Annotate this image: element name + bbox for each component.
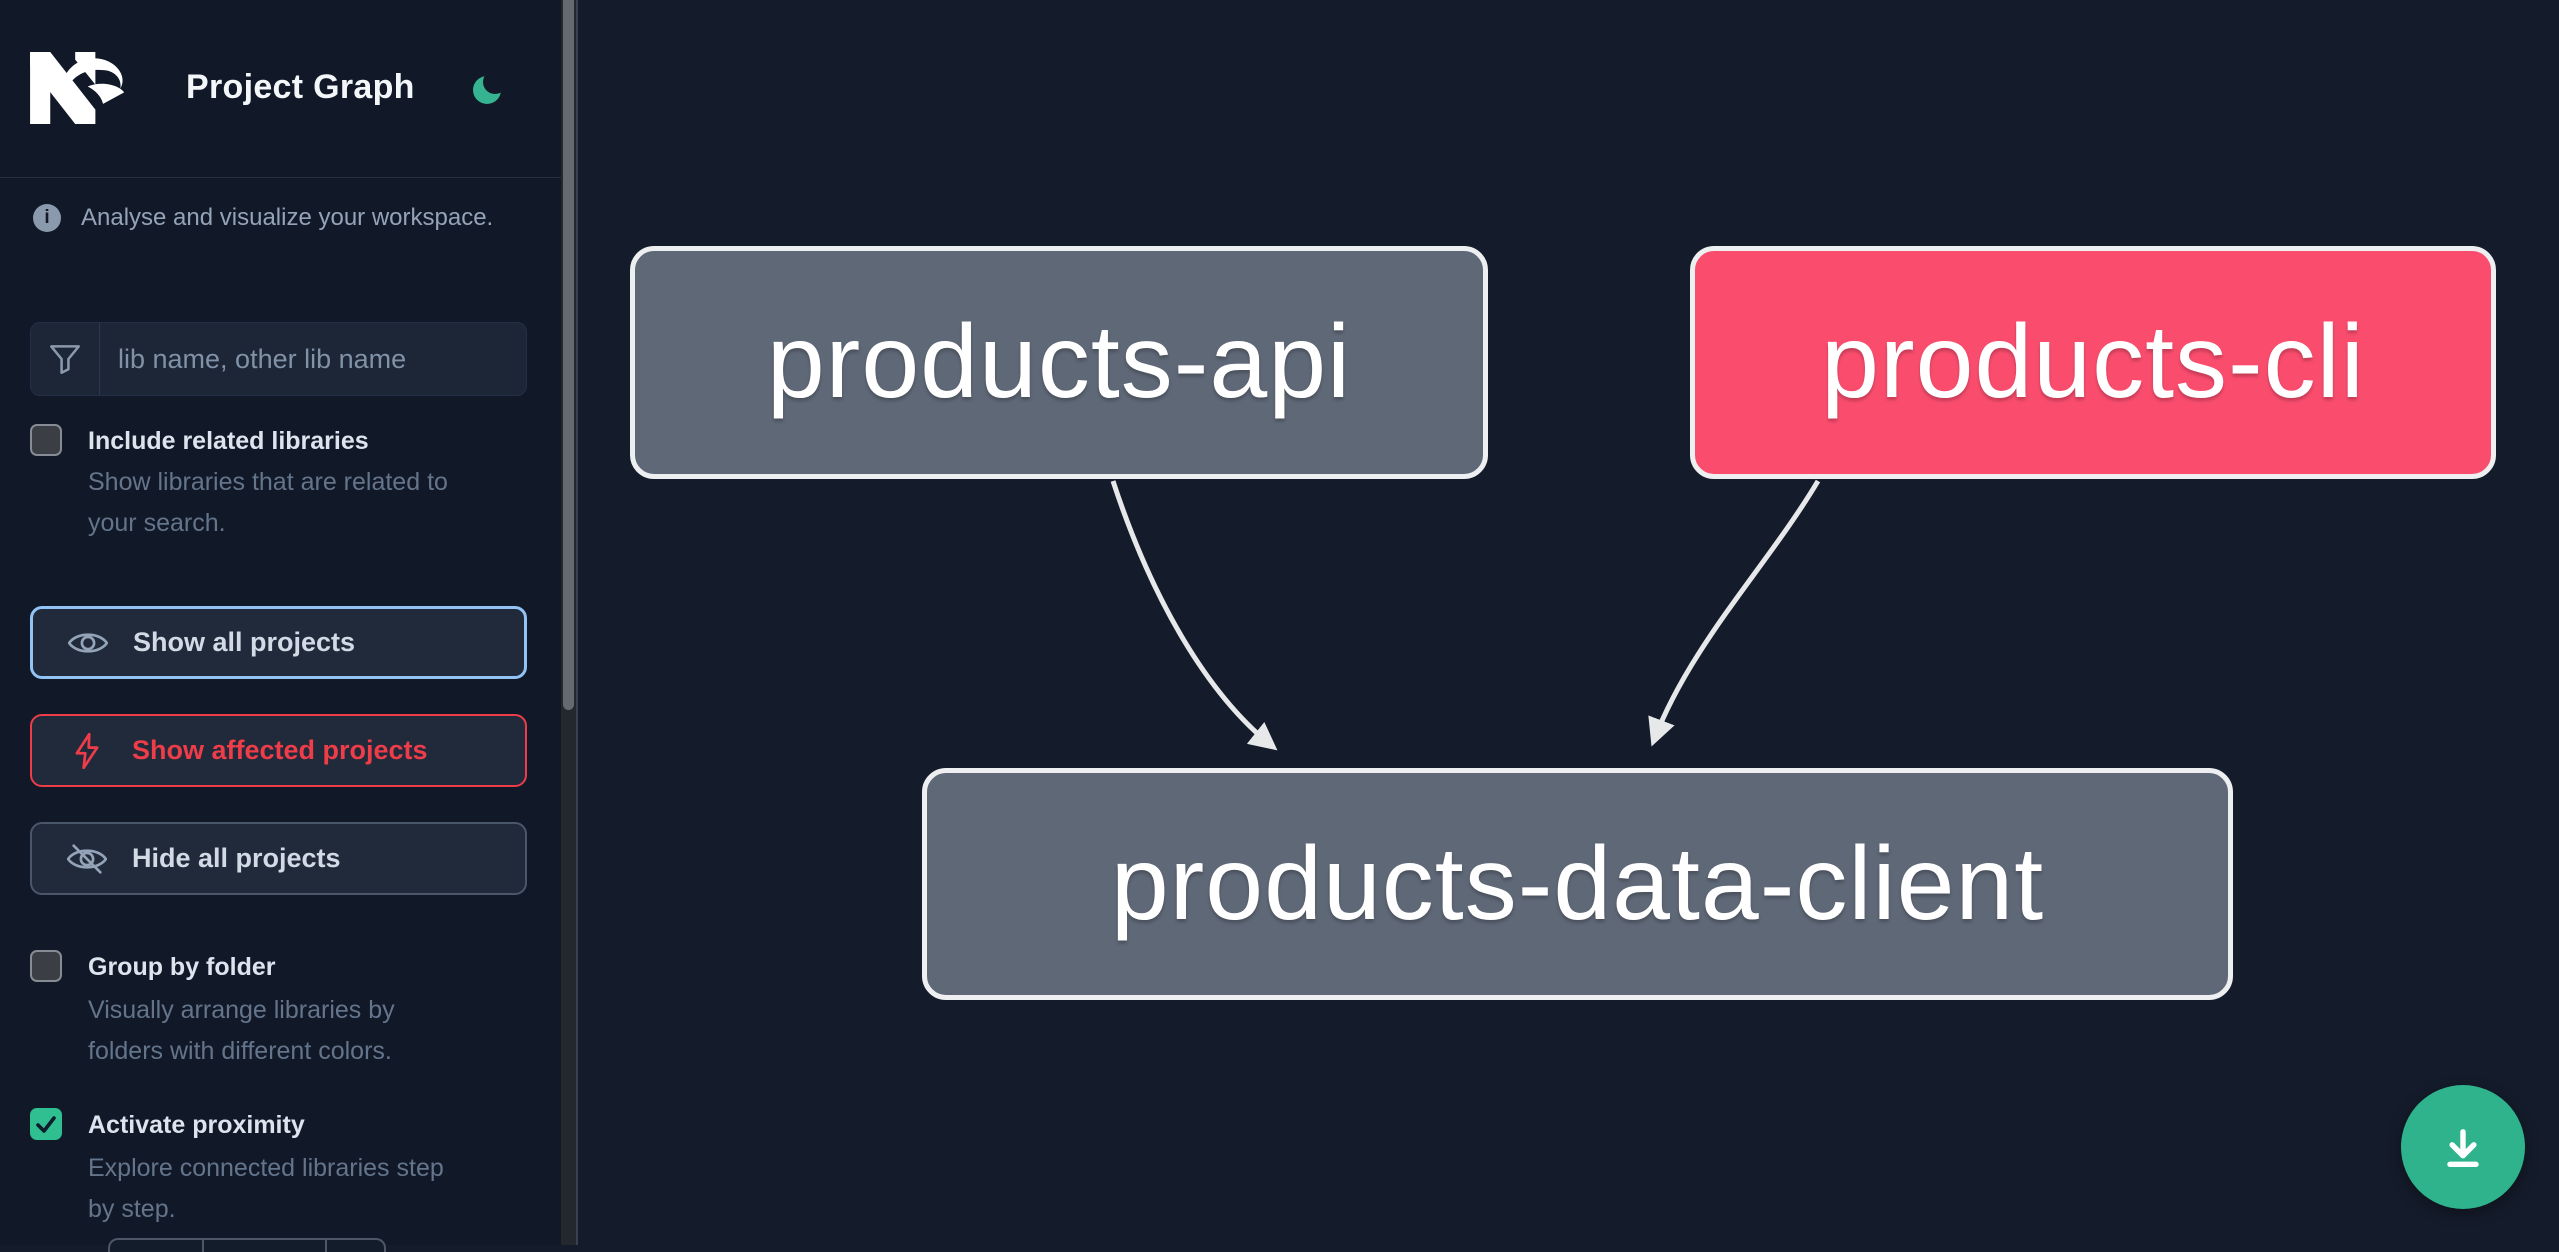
checkmark-icon	[36, 1116, 56, 1133]
toggle-desc-group-by-folder: Visually arrange libraries by folders wi…	[88, 996, 395, 1065]
toggle-label-include-related-libraries[interactable]: Include related libraries	[88, 427, 369, 455]
eye-icon	[67, 629, 109, 657]
graph-node-products-data-client[interactable]: products-data-client	[922, 768, 2233, 1000]
toggle-label-group-by-folder[interactable]: Group by folder	[88, 953, 276, 981]
hide-all-projects-label: Hide all projects	[132, 843, 341, 873]
bolt-icon	[66, 732, 108, 769]
funnel-icon	[31, 323, 100, 395]
eye-off-icon	[66, 843, 108, 875]
nx-logo[interactable]	[30, 52, 130, 124]
workspace-tagline: Analyse and visualize your workspace.	[81, 204, 494, 231]
show-all-projects-label: Show all projects	[133, 627, 356, 657]
sidebar-scrollbar-track	[561, 0, 578, 1245]
toggle-label-activate-proximity[interactable]: Activate proximity	[88, 1111, 305, 1139]
proximity-depth-stepper[interactable]	[108, 1238, 386, 1252]
sidebar-scrollbar-thumb[interactable]	[563, 0, 574, 710]
workspace-tagline-row: i Analyse and visualize your workspace.	[33, 204, 493, 232]
show-affected-projects-label: Show affected projects	[132, 735, 428, 765]
show-affected-projects-button[interactable]: Show affected projects	[30, 714, 527, 787]
moon-icon	[473, 69, 507, 104]
toggle-desc-include-related-libraries: Show libraries that are related to your …	[88, 468, 448, 537]
search-input[interactable]	[100, 323, 526, 395]
page-title: Project Graph	[186, 68, 415, 106]
checkbox-include-related-libraries[interactable]	[30, 424, 62, 456]
sidebar: Project Graph i Analyse and visualize yo…	[0, 0, 561, 1252]
checkbox-group-by-folder[interactable]	[30, 950, 62, 982]
search-box	[30, 322, 527, 396]
graph-node-products-cli[interactable]: products-cli	[1690, 246, 2496, 479]
graph-canvas[interactable]	[580, 0, 2559, 1245]
sidebar-header: Project Graph	[0, 0, 561, 178]
download-icon	[2447, 1129, 2479, 1168]
download-graph-button[interactable]	[2401, 1085, 2525, 1209]
graph-node-products-api[interactable]: products-api	[630, 246, 1488, 479]
hide-all-projects-button[interactable]: Hide all projects	[30, 822, 527, 895]
info-icon: i	[33, 204, 61, 232]
checkbox-activate-proximity[interactable]	[30, 1108, 62, 1140]
toggle-desc-activate-proximity: Explore connected libraries step by step…	[88, 1154, 444, 1223]
stepper-divider	[325, 1240, 327, 1252]
stepper-divider	[202, 1240, 204, 1252]
theme-toggle-button[interactable]	[464, 64, 514, 114]
show-all-projects-button[interactable]: Show all projects	[30, 606, 527, 679]
